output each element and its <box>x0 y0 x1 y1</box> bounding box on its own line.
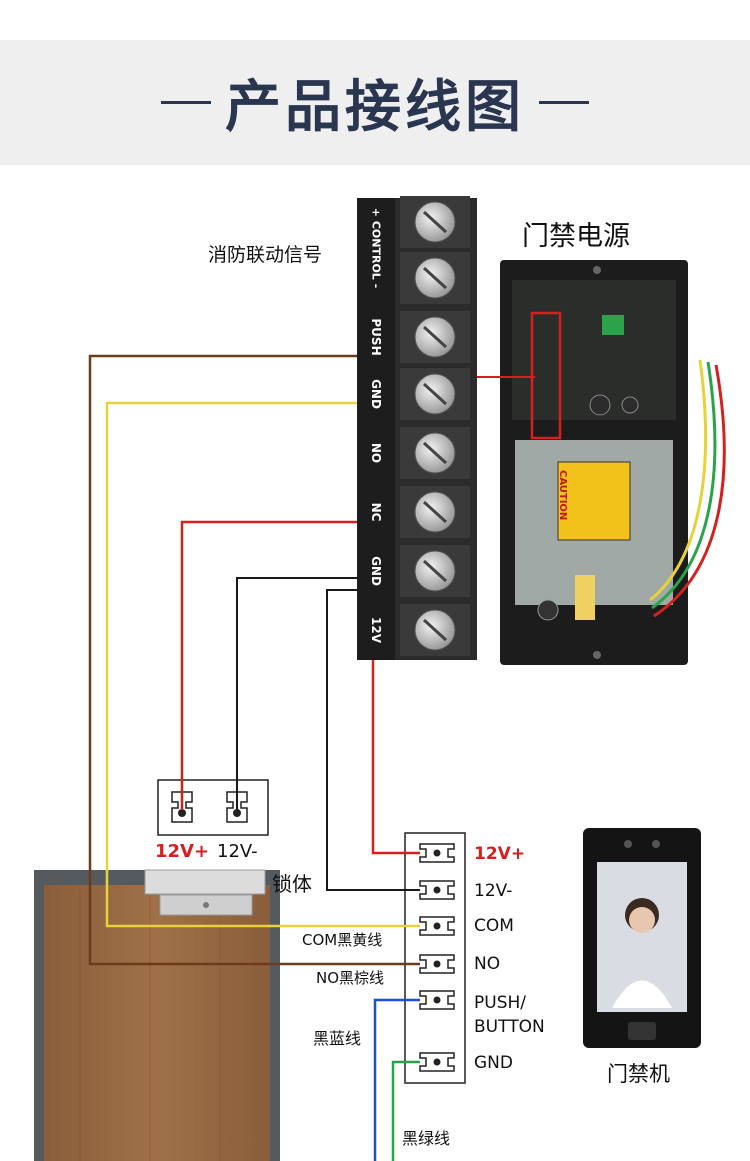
blue-wire-label: 黑蓝线 <box>313 1029 362 1048</box>
terminal-block-label: 12V <box>369 617 383 643</box>
device-terminal-hole <box>433 996 441 1004</box>
access-device-label: 门禁机 <box>607 1062 670 1086</box>
access-control-device <box>583 828 701 1048</box>
lock-minus-label: 12V- <box>217 841 258 862</box>
device-terminal-clips <box>419 843 455 1072</box>
device-term-12v-minus: 12V- <box>474 881 513 901</box>
lock-body-label: 锁体 <box>272 872 312 896</box>
title-dash-left <box>161 100 211 104</box>
device-terminal-hole <box>433 849 441 857</box>
com-wire-label: COM黑黄线 <box>302 931 383 949</box>
terminal-block-screws <box>400 196 470 656</box>
terminal-block-label: + CONTROL - <box>369 207 383 289</box>
power-supply-unit <box>500 260 688 665</box>
page-title: 产品接线图 <box>225 74 525 140</box>
screw-slot <box>422 266 448 290</box>
fire-signal-label: 消防联动信号 <box>208 244 323 266</box>
device-terminal-hole <box>433 960 441 968</box>
device-terminal-hole <box>433 922 441 930</box>
screw-slot <box>422 500 448 524</box>
terminal-block-label: GND <box>369 379 383 409</box>
title-dash-right <box>539 100 589 104</box>
caution-label: CAUTION <box>557 470 568 521</box>
screw-slot <box>422 618 448 642</box>
device-term-12v-plus: 12V+ <box>474 844 526 864</box>
power-supply-label: 门禁电源 <box>522 221 630 252</box>
screw-slot <box>422 382 448 406</box>
screw-slot <box>422 325 448 349</box>
terminal-block-label: PUSH <box>369 318 383 356</box>
psu-output-wires <box>649 359 726 618</box>
device-terminal-hole <box>433 1058 441 1066</box>
green-wire-label: 黑绿线 <box>402 1129 451 1148</box>
screw-slot <box>422 441 448 465</box>
title-row: 产品接线图 <box>0 62 750 142</box>
device-terminal-hole <box>433 886 441 894</box>
device-term-push-button: PUSH/ BUTTON <box>474 993 545 1037</box>
door <box>34 870 280 1161</box>
lock-plus-label: 12V+ <box>155 841 210 862</box>
lock-terminal-box <box>157 779 269 836</box>
no-wire-label: NO黑棕线 <box>316 969 385 987</box>
magnetic-lock <box>144 869 266 916</box>
screw-slot <box>422 210 448 234</box>
screw-slot <box>422 559 448 583</box>
device-term-gnd: GND <box>474 1053 513 1073</box>
terminal-block-label: NO <box>369 442 383 464</box>
header-banner <box>0 40 750 165</box>
terminal-block-label: GND <box>369 556 383 586</box>
device-term-no: NO <box>474 954 501 974</box>
device-term-com: COM <box>474 916 514 936</box>
wires <box>88 354 535 1161</box>
terminal-block-label: NC <box>369 502 383 522</box>
